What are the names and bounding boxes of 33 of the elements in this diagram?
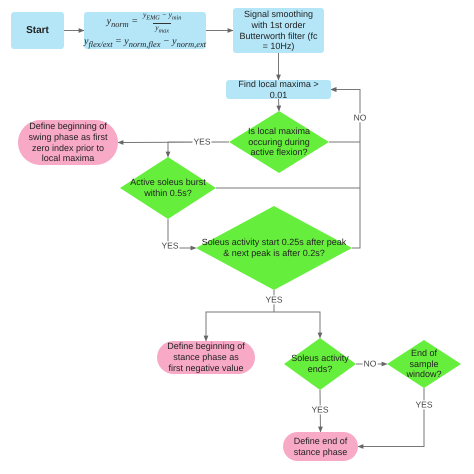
decision-diamond [229, 111, 329, 173]
terminal-pill: Define end of stance phase [283, 432, 358, 461]
arrow [330, 87, 360, 248]
edge-label: NO [352, 113, 368, 123]
formula-box [84, 12, 206, 49]
decision-text: End of sample window? [405, 348, 443, 380]
arrow [276, 98, 282, 112]
edge-label: YES [310, 405, 330, 415]
edge-label: YES [264, 295, 284, 305]
arrow [166, 142, 230, 158]
edge-label: YES [160, 241, 180, 251]
arrow [357, 388, 424, 449]
process-box: Find local maxima > 0.01 [226, 80, 331, 99]
arrow [206, 28, 234, 33]
formula-text: y$_{flex/ext}$ = y$_{norm,flex}$ − y$_{norm,ext}$ [84, 36, 206, 50]
decision-text: Is local maxima occuring during active flexion? [246, 126, 311, 158]
edge-label: YES [192, 137, 212, 147]
formula-text: y$_{norm}$ = [106, 16, 138, 30]
decision-text: Soleus activity ends? [290, 353, 350, 375]
process-box: Start [11, 12, 64, 49]
arrow [276, 52, 281, 81]
terminal-pill: Define beginning of stance phase as first negative value [157, 341, 255, 374]
edge-label: YES [414, 400, 434, 410]
decision-diamond [120, 157, 216, 219]
edge-label: NO [362, 359, 378, 369]
decision-diamond [387, 340, 461, 388]
decision-text: Active soleus burst within 0.5s? [129, 177, 207, 199]
arrow [318, 390, 323, 433]
process-box: Signal smoothing with 1st order Butterworth filter (fc = 10Hz) [233, 8, 324, 53]
decision-diamond [196, 206, 352, 290]
decision-diamond [284, 338, 356, 390]
arrow [64, 28, 85, 33]
terminal-pill: Define beginning of swing phase as first zero index prior to local maxima [18, 120, 118, 165]
